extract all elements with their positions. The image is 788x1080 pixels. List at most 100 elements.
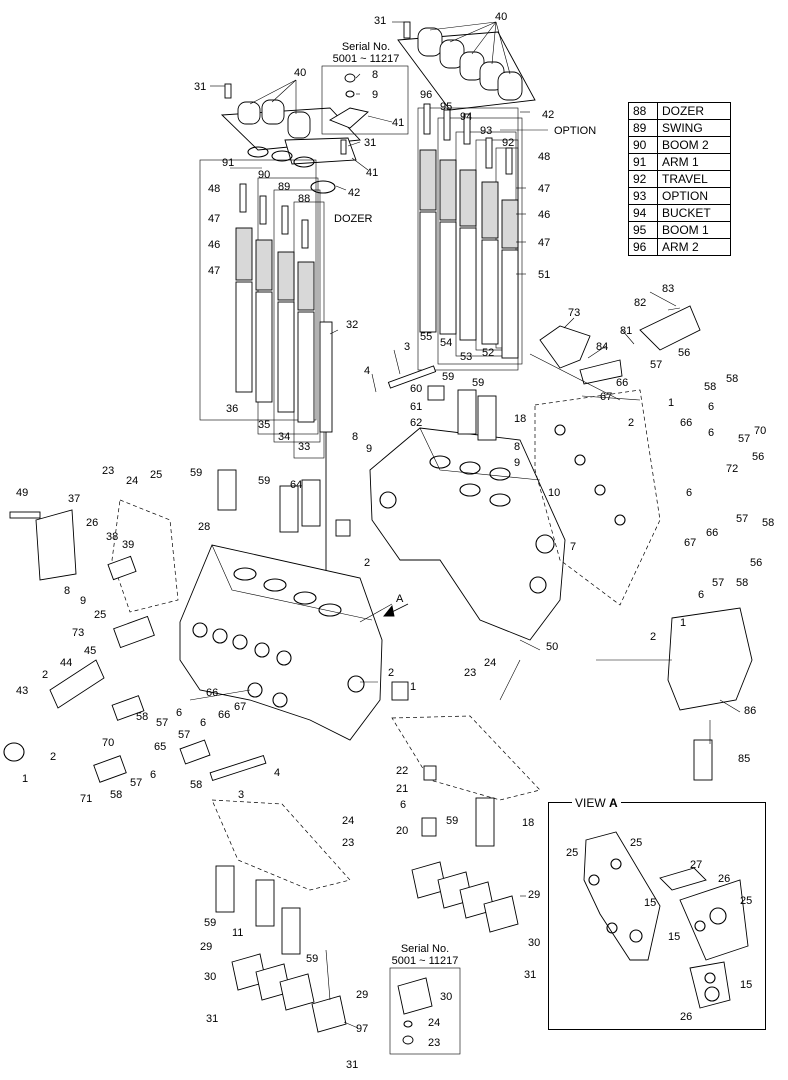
- callout: 11: [232, 927, 243, 939]
- callout: 9: [372, 89, 378, 101]
- callout: 53: [460, 351, 472, 363]
- callout: 31: [524, 969, 536, 981]
- callout: 8: [64, 585, 70, 597]
- callout: 7: [570, 541, 576, 553]
- callout: 96: [420, 89, 432, 101]
- callout: 43: [16, 685, 28, 697]
- callout: 59: [472, 377, 484, 389]
- callout: 59: [258, 475, 270, 487]
- callout: 31: [194, 81, 206, 93]
- callout: 18: [514, 413, 526, 425]
- callout: 57: [178, 729, 190, 741]
- callout: 73: [72, 627, 84, 639]
- callout: 40: [294, 67, 306, 79]
- callout-labels: 31 40 8 9 41 31 40 31 42 91 90 89 88 DOZ…: [16, 11, 774, 1071]
- callout: 23: [102, 465, 114, 477]
- callout: 47: [208, 213, 220, 225]
- callout: 61: [410, 401, 422, 413]
- callout: 2: [50, 751, 56, 763]
- callout: 67: [600, 391, 612, 403]
- callout: 66: [680, 417, 692, 429]
- callout: 10: [548, 487, 560, 499]
- callout: 23: [464, 667, 476, 679]
- callout: 57: [130, 777, 142, 789]
- legend-name: ARM 2: [657, 238, 731, 256]
- callout: 6: [708, 401, 714, 413]
- callout: 3: [404, 341, 410, 353]
- callout: 86: [744, 705, 756, 717]
- legend-code: 96: [628, 238, 658, 256]
- callout: 58: [190, 779, 202, 791]
- legend-code: 95: [628, 221, 658, 239]
- callout: 62: [410, 417, 422, 429]
- callout: 38: [106, 531, 118, 543]
- callout: 67: [684, 537, 696, 549]
- callout: 57: [156, 717, 168, 729]
- callout: 57: [738, 433, 750, 445]
- callout: 84: [596, 341, 608, 353]
- legend-code: 90: [628, 136, 658, 154]
- callout: 51: [538, 269, 550, 281]
- callout: 59: [204, 917, 216, 929]
- callout: 88: [298, 193, 310, 205]
- callout: 24: [484, 657, 496, 669]
- callout: 47: [538, 237, 550, 249]
- serial-caption-line2: 5001 ~ 11217: [332, 53, 400, 65]
- callout: 66: [206, 687, 218, 699]
- legend-name: BOOM 2: [657, 136, 731, 154]
- callout: 59: [306, 953, 318, 965]
- callout: 85: [738, 753, 750, 765]
- callout: 42: [348, 187, 360, 199]
- callout: 36: [226, 403, 238, 415]
- callout: 2: [650, 631, 656, 643]
- serial-caption-top: Serial No. 5001 ~ 11217: [326, 41, 406, 65]
- callout: 64: [290, 479, 302, 491]
- callout: 2: [364, 557, 370, 569]
- callout: 31: [374, 15, 386, 27]
- callout: 81: [620, 325, 632, 337]
- legend-name: BUCKET: [657, 204, 731, 222]
- callout: 55: [420, 331, 432, 343]
- leader-lines: [189, 21, 741, 1029]
- callout: 26: [86, 517, 98, 529]
- callout: 52: [482, 347, 494, 359]
- callout: 31: [364, 137, 376, 149]
- callout: 66: [706, 527, 718, 539]
- legend-name: TRAVEL: [657, 170, 731, 188]
- callout: 1: [410, 681, 416, 693]
- callout: 89: [278, 181, 290, 193]
- callout: 35: [258, 419, 270, 431]
- callout: 9: [366, 443, 372, 455]
- callout: 46: [208, 239, 220, 251]
- callout: 30: [528, 937, 540, 949]
- callout: 47: [208, 265, 220, 277]
- legend-code: 89: [628, 119, 658, 137]
- callout: 47: [538, 183, 550, 195]
- callout: 95: [440, 101, 452, 113]
- callout: 18: [522, 817, 534, 829]
- callout: 31: [206, 1013, 218, 1025]
- callout: 6: [176, 707, 182, 719]
- callout: 1: [22, 773, 28, 785]
- center-small-parts: [217, 365, 497, 701]
- legend-code: 93: [628, 187, 658, 205]
- callout: 73: [568, 307, 580, 319]
- valve-body-upper: [369, 427, 566, 641]
- callout: 15: [668, 931, 680, 943]
- callout: 40: [495, 11, 507, 23]
- callout: 70: [754, 425, 766, 437]
- serial-caption-line1: Serial No.: [400, 943, 450, 955]
- view-letter: A: [609, 796, 618, 810]
- callout: 1: [668, 397, 674, 409]
- callout: 97: [356, 1023, 368, 1035]
- legend-name: BOOM 1: [657, 221, 731, 239]
